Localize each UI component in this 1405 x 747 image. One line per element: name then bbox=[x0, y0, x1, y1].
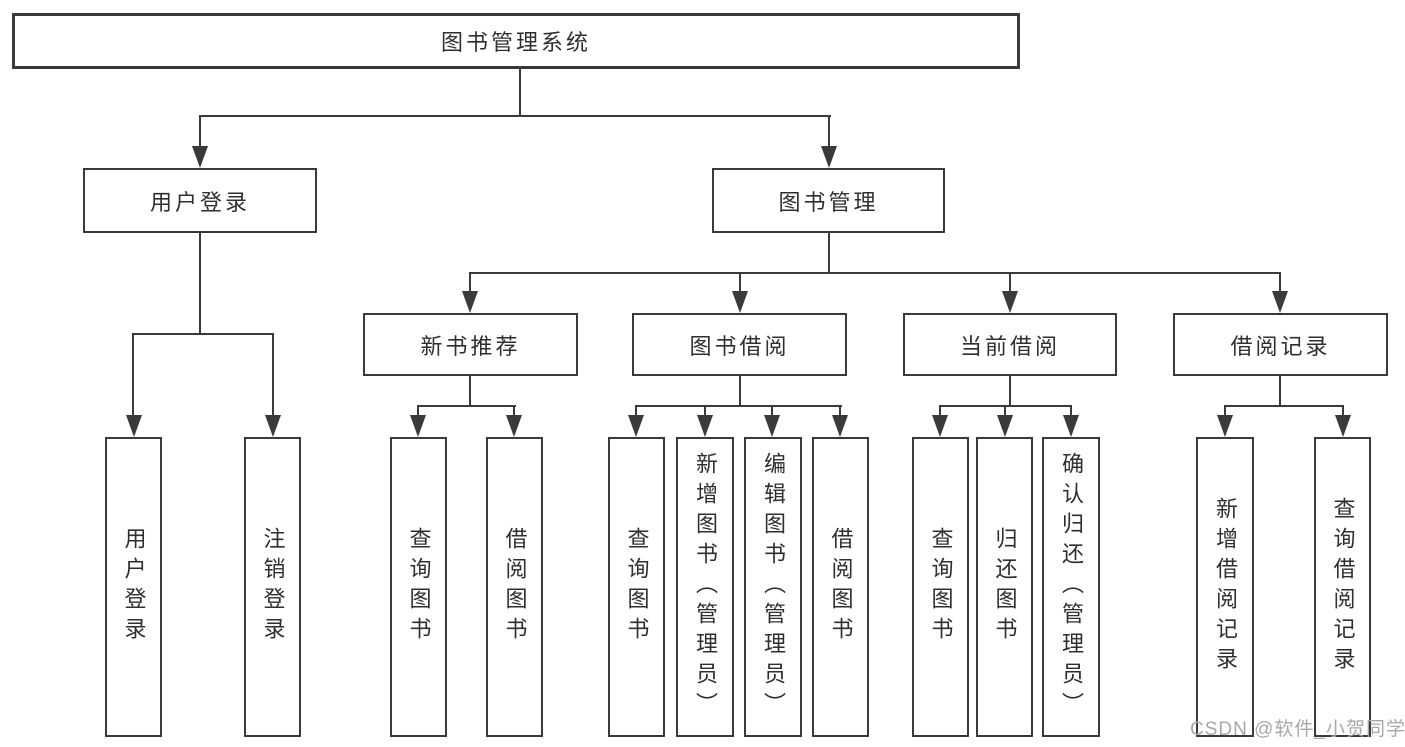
arrow-to-leaf-confirm-return bbox=[1063, 415, 1079, 437]
connector-to-book-borrow bbox=[739, 272, 741, 297]
leaf-query-borrow-record-label: 查询借阅记录 bbox=[1330, 497, 1356, 677]
leaf-add-borrow-record-label: 新增借阅记录 bbox=[1213, 497, 1238, 677]
connector-book-borrow-split bbox=[636, 405, 842, 407]
leaf-edit-books-admin: 编辑图书（管理员） bbox=[744, 437, 802, 737]
leaf-query-books-newbook-label: 查询图书 bbox=[406, 527, 432, 647]
leaf-user-login-label: 用户登录 bbox=[121, 527, 147, 647]
connector-current-borrow-stem bbox=[1009, 376, 1011, 407]
connector-level3-split bbox=[470, 272, 1281, 274]
leaf-query-borrow-record: 查询借阅记录 bbox=[1314, 437, 1371, 737]
node-new-book-recommend-label: 新书推荐 bbox=[420, 333, 521, 359]
leaf-add-books-admin: 新增图书（管理员） bbox=[676, 437, 734, 737]
connector-to-leaf-add-record bbox=[1224, 405, 1226, 419]
leaf-query-books-borrow: 查询图书 bbox=[608, 437, 665, 737]
arrow-to-leaf-add-books bbox=[697, 415, 713, 437]
node-book-management: 图书管理 bbox=[712, 168, 945, 233]
connector-borrow-records-stem bbox=[1279, 376, 1281, 407]
leaf-borrow-books-newbook: 借阅图书 bbox=[486, 437, 543, 737]
arrow-to-leaf-return-books bbox=[997, 415, 1013, 437]
arrow-to-new-book bbox=[462, 291, 478, 313]
connector-book-management-stem bbox=[828, 233, 830, 274]
arrow-to-leaf-edit-books bbox=[764, 415, 780, 437]
connector-to-leaf-query-books-2 bbox=[635, 405, 637, 419]
arrow-to-leaf-query-books-3 bbox=[932, 415, 948, 437]
node-root-label: 图书管理系统 bbox=[440, 30, 591, 55]
leaf-return-books-label: 归还图书 bbox=[992, 527, 1018, 647]
leaf-query-books-current: 查询图书 bbox=[912, 437, 969, 737]
connector-current-borrow-split bbox=[940, 405, 1072, 407]
node-borrow-records-label: 借阅记录 bbox=[1230, 333, 1331, 359]
node-borrow-records: 借阅记录 bbox=[1173, 313, 1388, 376]
connector-new-book-split bbox=[418, 405, 516, 407]
arrow-to-leaf-login bbox=[126, 415, 142, 437]
connector-borrow-records-split bbox=[1224, 405, 1344, 407]
connector-to-leaf-borrow-books-2 bbox=[839, 405, 841, 419]
arrow-to-leaf-query-books-2 bbox=[628, 415, 644, 437]
connector-to-leaf-query-record bbox=[1342, 405, 1344, 419]
leaf-return-books: 归还图书 bbox=[976, 437, 1033, 737]
connector-book-borrow-stem bbox=[739, 376, 741, 407]
connector-to-current-borrow bbox=[1009, 272, 1011, 297]
node-current-borrow-label: 当前借阅 bbox=[959, 333, 1060, 359]
leaf-edit-books-admin-label: 编辑图书（管理员） bbox=[761, 452, 786, 722]
node-book-borrow-label: 图书借阅 bbox=[689, 333, 790, 359]
connector-to-leaf-edit-books bbox=[771, 405, 773, 419]
arrow-to-leaf-logout bbox=[265, 415, 281, 437]
connector-user-login-split bbox=[133, 333, 274, 335]
leaf-borrow-books-borrow: 借阅图书 bbox=[812, 437, 869, 737]
leaf-query-books-newbook: 查询图书 bbox=[390, 437, 447, 737]
leaf-logout-login-label: 注销登录 bbox=[260, 527, 286, 647]
connector-to-new-book bbox=[469, 272, 471, 297]
connector-to-leaf-logout bbox=[272, 333, 274, 417]
leaf-logout-login: 注销登录 bbox=[244, 437, 301, 737]
arrow-to-leaf-borrow-books-1 bbox=[506, 415, 522, 437]
connector-user-login-stem bbox=[199, 233, 201, 335]
node-root: 图书管理系统 bbox=[12, 13, 1020, 69]
leaf-confirm-return-admin-label: 确认归还（管理员） bbox=[1059, 452, 1084, 722]
node-book-management-label: 图书管理 bbox=[778, 189, 879, 215]
connector-to-leaf-confirm-return bbox=[1070, 405, 1072, 419]
node-new-book-recommend: 新书推荐 bbox=[363, 313, 578, 376]
connector-to-leaf-login bbox=[132, 333, 134, 417]
arrow-to-borrow-records bbox=[1272, 291, 1288, 313]
arrow-to-user-login bbox=[192, 146, 208, 168]
connector-to-leaf-return-books bbox=[1004, 405, 1006, 419]
connector-to-leaf-borrow-books-1 bbox=[513, 405, 515, 419]
arrow-to-leaf-query-record bbox=[1335, 415, 1351, 437]
node-user-login: 用户登录 bbox=[83, 168, 317, 233]
arrow-to-leaf-borrow-books-2 bbox=[832, 415, 848, 437]
connector-to-book-management bbox=[828, 115, 830, 148]
leaf-user-login: 用户登录 bbox=[105, 437, 162, 737]
leaf-add-books-admin-label: 新增图书（管理员） bbox=[693, 452, 718, 722]
connector-to-user-login bbox=[199, 115, 201, 148]
connector-new-book-stem bbox=[469, 376, 471, 407]
node-current-borrow: 当前借阅 bbox=[903, 313, 1117, 376]
csdn-watermark: CSDN @软件_小贺同学 bbox=[1190, 719, 1405, 740]
arrow-to-leaf-add-record bbox=[1217, 415, 1233, 437]
leaf-add-borrow-record: 新增借阅记录 bbox=[1196, 437, 1254, 737]
arrow-to-current-borrow bbox=[1002, 291, 1018, 313]
arrow-to-book-borrow bbox=[732, 291, 748, 313]
leaf-confirm-return-admin: 确认归还（管理员） bbox=[1042, 437, 1100, 737]
node-book-borrow: 图书借阅 bbox=[632, 313, 847, 376]
connector-root-stem bbox=[519, 69, 521, 117]
arrow-to-leaf-query-books-1 bbox=[410, 415, 426, 437]
node-user-login-label: 用户登录 bbox=[149, 189, 250, 215]
connector-root-split bbox=[199, 115, 831, 117]
arrow-to-book-management bbox=[821, 146, 837, 168]
connector-to-leaf-query-books-1 bbox=[417, 405, 419, 419]
leaf-borrow-books-borrow-label: 借阅图书 bbox=[828, 527, 854, 647]
connector-to-borrow-records bbox=[1279, 272, 1281, 297]
connector-to-leaf-query-books-3 bbox=[939, 405, 941, 419]
leaf-query-books-borrow-label: 查询图书 bbox=[624, 527, 650, 647]
leaf-query-books-current-label: 查询图书 bbox=[928, 527, 954, 647]
leaf-borrow-books-newbook-label: 借阅图书 bbox=[502, 527, 528, 647]
connector-to-leaf-add-books bbox=[704, 405, 706, 419]
